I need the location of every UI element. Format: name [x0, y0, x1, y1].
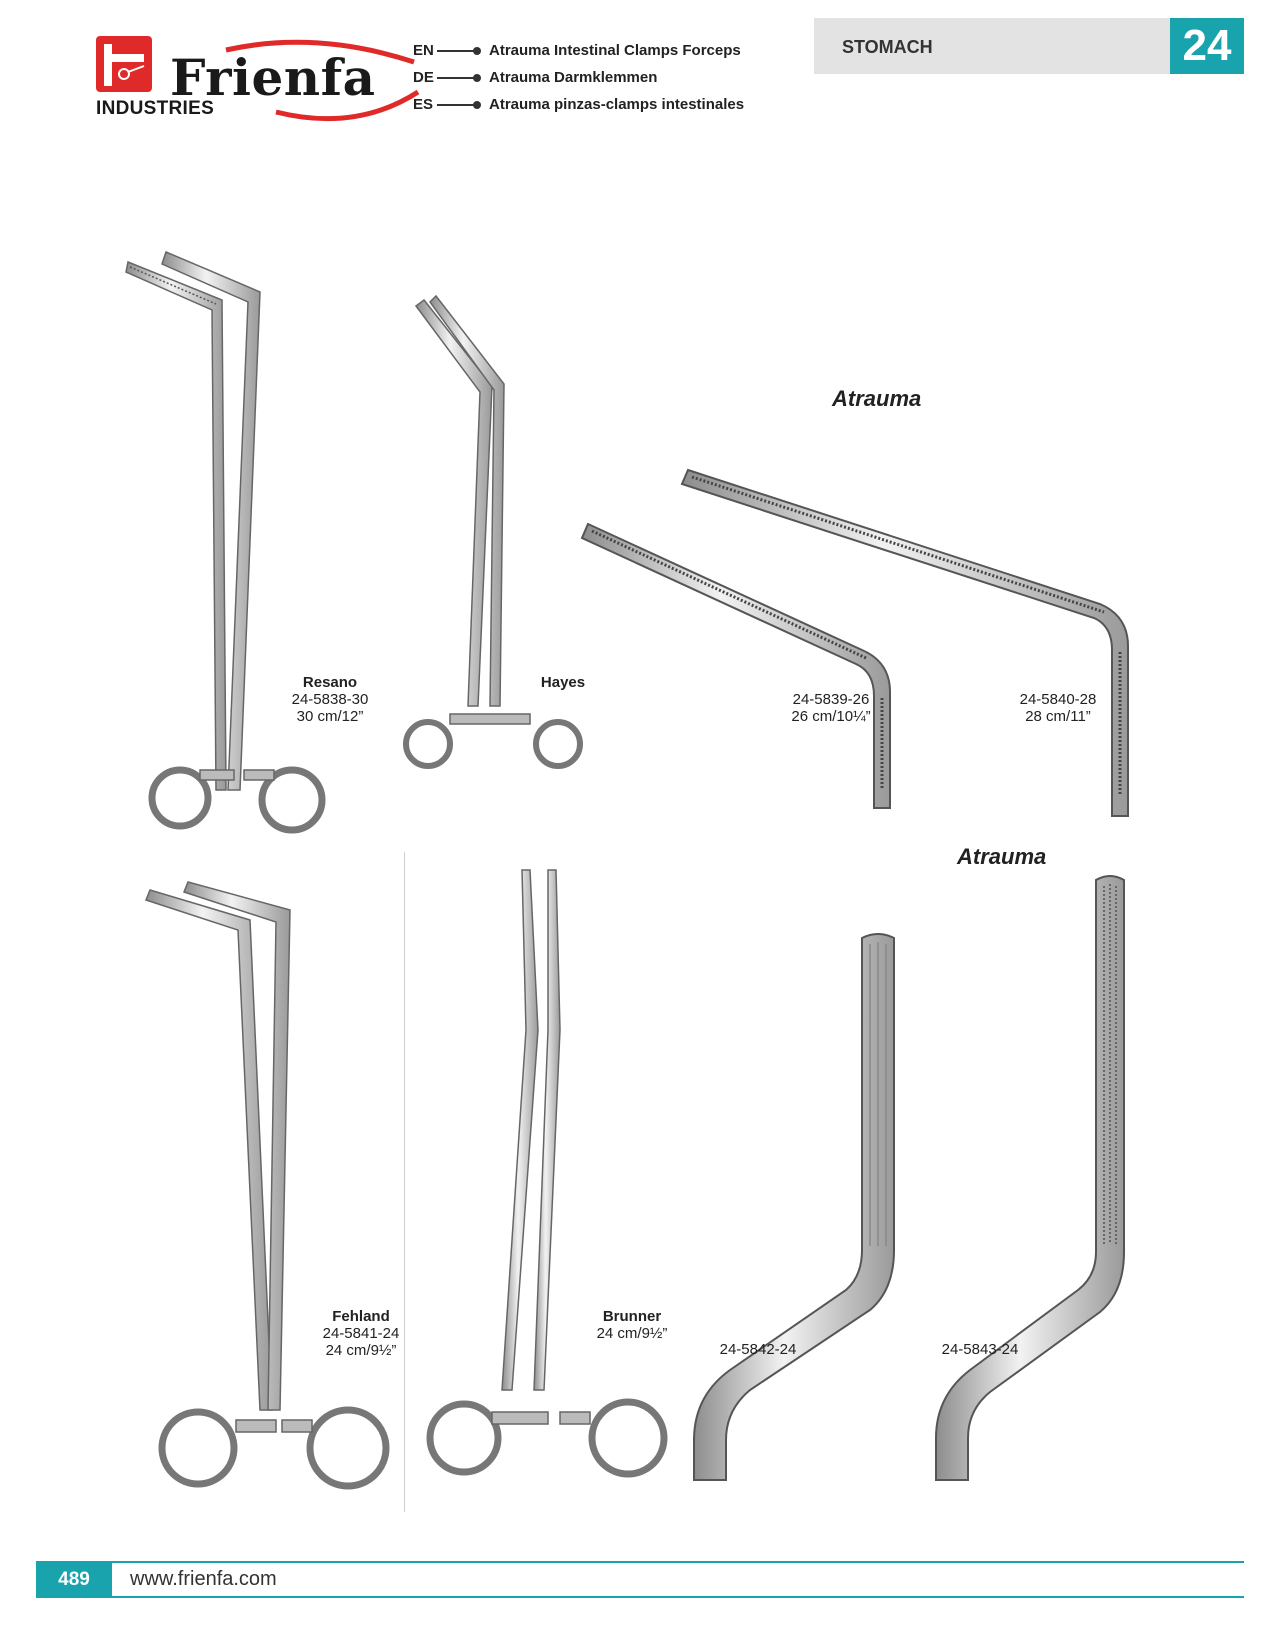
footer-rule-top: [36, 1561, 1244, 1563]
product-name: Hayes: [540, 674, 586, 691]
section-number: 24: [1170, 18, 1244, 74]
lang-code: EN: [413, 42, 434, 59]
label-jaw-5842: 24-5842-24: [708, 1341, 808, 1358]
bullet-line-icon: [437, 46, 481, 55]
jaw-5840-image: [680, 468, 1129, 817]
section-title: STOMACH: [842, 37, 933, 57]
atrauma-heading-bottom: Atrauma: [957, 844, 1047, 869]
product-code: 24-5843-24: [941, 1341, 1019, 1358]
label-hayes: Hayes: [528, 674, 598, 691]
fehland-forceps-image: [145, 881, 390, 1490]
label-fehland: Fehland 24-5841-24 24 cm/9½”: [316, 1308, 406, 1359]
product-size: 26 cm/10¼”: [791, 708, 871, 725]
resano-forceps-image: [125, 250, 326, 834]
lang-code: ES: [413, 96, 434, 113]
lang-text: Atrauma Darmklemmen: [489, 69, 658, 86]
label-jaw-5843: 24-5843-24: [930, 1341, 1030, 1358]
product-size: 30 cm/12”: [296, 708, 364, 725]
label-jaw-5840: 24-5840-28 28 cm/11”: [1003, 691, 1113, 725]
lang-text: Atrauma pinzas-clamps intestinales: [489, 96, 745, 113]
label-brunner: Brunner 24 cm/9½”: [590, 1308, 674, 1342]
bullet-line-icon: [437, 73, 481, 82]
jaw-5842-image: [693, 933, 895, 1481]
product-name: Brunner: [602, 1308, 662, 1325]
hayes-forceps-image: [403, 294, 583, 769]
lang-row-en: EN Atrauma Intestinal Clamps Forceps: [413, 42, 741, 59]
atrauma-heading-top: Atrauma: [832, 386, 922, 411]
brand-subtitle: INDUSTRIES: [96, 98, 215, 119]
product-size: 24 cm/9½”: [325, 1342, 397, 1359]
footer-url[interactable]: www.frienfa.com: [130, 1568, 277, 1590]
jaw-5839-image: [580, 522, 891, 809]
label-jaw-5839: 24-5839-26 26 cm/10¼”: [776, 691, 886, 725]
footer-rule-bottom: [36, 1596, 1244, 1598]
product-name: Resano: [302, 674, 358, 691]
swoosh-logo-icon: [225, 39, 420, 122]
product-code: 24-5839-26: [792, 691, 870, 708]
brand-name: Frienfa: [170, 48, 376, 107]
product-name: Fehland: [332, 1308, 390, 1325]
product-code: 24-5838-30: [291, 691, 369, 708]
lang-text: Atrauma Intestinal Clamps Forceps: [489, 42, 741, 59]
product-code: 24-5842-24: [719, 1341, 797, 1358]
product-size: 28 cm/11”: [1025, 708, 1091, 725]
brand-logo: Frienfa INDUSTRIES: [96, 36, 420, 122]
lang-row-es: ES Atrauma pinzas-clamps intestinales: [413, 96, 744, 113]
lang-code: DE: [413, 69, 434, 86]
jaw-5843-image: [935, 875, 1125, 1481]
brunner-forceps-image: [426, 869, 668, 1478]
bullet-line-icon: [437, 100, 481, 109]
product-size: 24 cm/9½”: [596, 1325, 668, 1342]
product-code: 24-5840-28: [1019, 691, 1097, 708]
lang-row-de: DE Atrauma Darmklemmen: [413, 69, 657, 86]
product-code: 24-5841-24: [322, 1325, 400, 1342]
label-resano: Resano 24-5838-30 30 cm/12”: [280, 674, 380, 725]
section-bar: STOMACH: [814, 18, 1170, 74]
scissors-logo-icon: [96, 36, 152, 92]
column-divider: [404, 852, 405, 1512]
page-number: 489: [36, 1561, 112, 1598]
